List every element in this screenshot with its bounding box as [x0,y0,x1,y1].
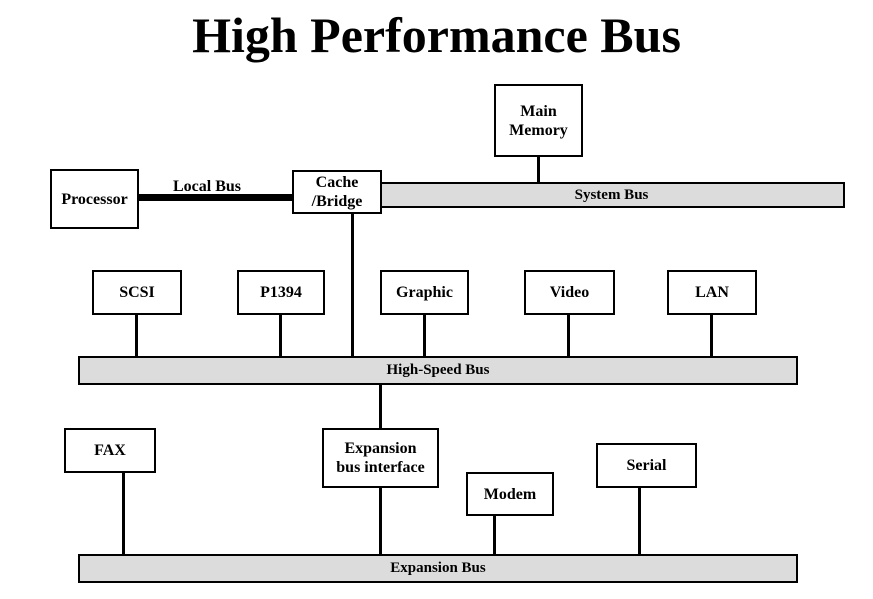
modem-label: Modem [483,485,537,503]
serial-label: Serial [626,457,667,474]
fax-label: FAX [94,442,126,459]
processor-box: Processor [50,169,139,229]
main-memory-box: Main Memory [494,84,583,157]
fax-box: FAX [64,428,156,473]
local-bus-link [137,194,294,201]
modem-box: Modem [466,472,554,516]
cache-bridge-box: Cache /Bridge [292,170,382,214]
p1394-connector [279,314,282,358]
main-memory-connector [537,156,540,184]
bridge-to-high-speed-connector [351,213,354,358]
graphic-box: Graphic [380,270,469,315]
high-speed-bus: High-Speed Bus [78,356,798,385]
expansion-bus-label: Expansion Bus [390,560,486,576]
main-memory-label: Main Memory [509,102,568,139]
cache-bridge-label: Cache /Bridge [311,174,363,210]
processor-label: Processor [61,190,128,208]
p1394-box: P1394 [237,270,325,315]
system-bus-label: System Bus [574,186,649,203]
high-speed-bus-label: High-Speed Bus [386,362,490,378]
lan-connector [710,314,713,358]
diagram-title: High Performance Bus [192,7,681,63]
scsi-connector [135,314,138,358]
graphic-connector [423,314,426,358]
video-connector [567,314,570,358]
lan-label: LAN [695,284,729,301]
high-speed-to-interface-connector [379,384,382,429]
p1394-label: P1394 [260,284,302,301]
local-bus-label: Local Bus [173,178,242,195]
scsi-box: SCSI [92,270,182,315]
expansion-bus-interface-label: Expansion bus interface [336,440,425,476]
interface-to-expansion-connector [379,487,382,556]
scsi-label: SCSI [119,284,155,301]
fax-connector [122,472,125,556]
serial-connector [638,487,641,556]
video-box: Video [524,270,615,315]
serial-box: Serial [596,443,697,488]
lan-box: LAN [667,270,757,315]
expansion-bus-interface-box: Expansion bus interface [322,428,439,488]
expansion-bus: Expansion Bus [78,554,798,583]
graphic-label: Graphic [396,284,453,301]
video-label: Video [549,284,590,301]
modem-connector [493,515,496,556]
system-bus: System Bus [378,182,845,208]
